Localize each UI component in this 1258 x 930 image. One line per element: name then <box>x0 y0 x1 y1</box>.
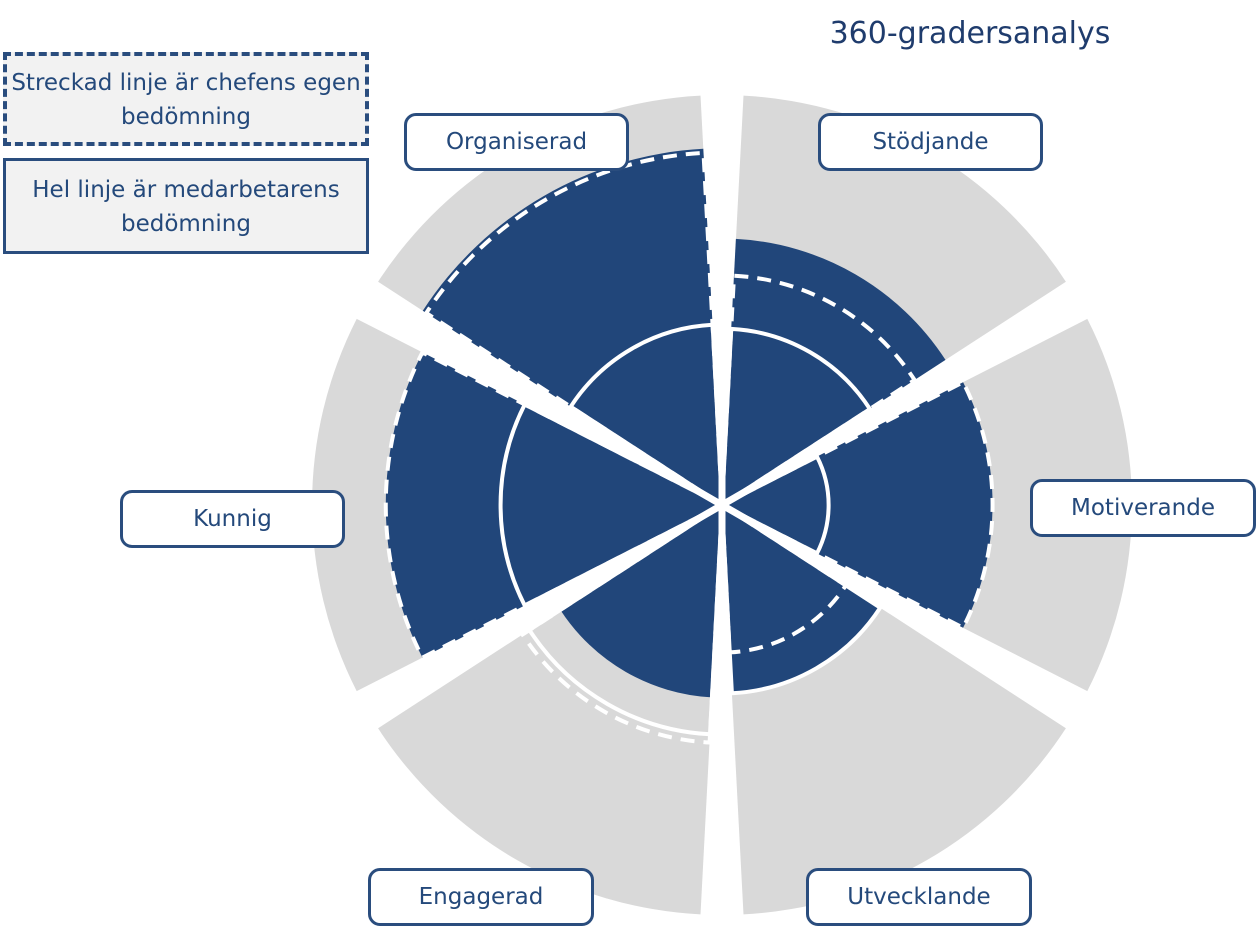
employee-sector-kunnig <box>385 352 722 658</box>
inner-arc-motiverande <box>717 453 831 557</box>
label-stodjande: Stödjande <box>818 113 1043 171</box>
employee-sector-engagerad <box>560 505 722 698</box>
label-engagerad: Engagerad <box>368 868 594 926</box>
divider-line-1 <box>720 293 1085 509</box>
manager-dashed-kunnig <box>383 349 727 661</box>
legend-dashed-line: Streckad linje är chefens egen bedömning <box>3 52 369 146</box>
inner-arc-kunnig <box>498 401 727 609</box>
manager-dashed-motiverande <box>717 379 995 631</box>
inner-arc-organiserad <box>567 322 725 509</box>
manager-dashed-stdjande <box>719 273 918 509</box>
employee-sector-stdjande <box>722 238 946 505</box>
divider-line-5 <box>359 293 724 509</box>
employee-sector-organiserad <box>422 148 722 506</box>
label-motiverande: Motiverande <box>1030 479 1256 537</box>
employee-sector-motiverande <box>722 382 993 628</box>
manager-dashed-utvecklande <box>719 501 849 655</box>
manager-dashed-organiserad <box>423 150 725 509</box>
inner-arc-utvecklande <box>719 501 883 696</box>
label-organiserad: Organiserad <box>404 113 629 171</box>
divider-line-4 <box>359 501 724 717</box>
legend-solid-line: Hel linje är medarbetarens bedömning <box>3 158 369 254</box>
label-kunnig: Kunnig <box>120 490 345 548</box>
chart-title: 360-gradersanalys <box>829 16 1111 51</box>
divider-line-2 <box>720 501 1085 717</box>
manager-dashed-engagerad <box>519 501 725 745</box>
label-utvecklande: Utvecklande <box>806 868 1032 926</box>
inner-arc-engagerad <box>526 501 725 737</box>
inner-arc-stdjande <box>719 326 873 509</box>
